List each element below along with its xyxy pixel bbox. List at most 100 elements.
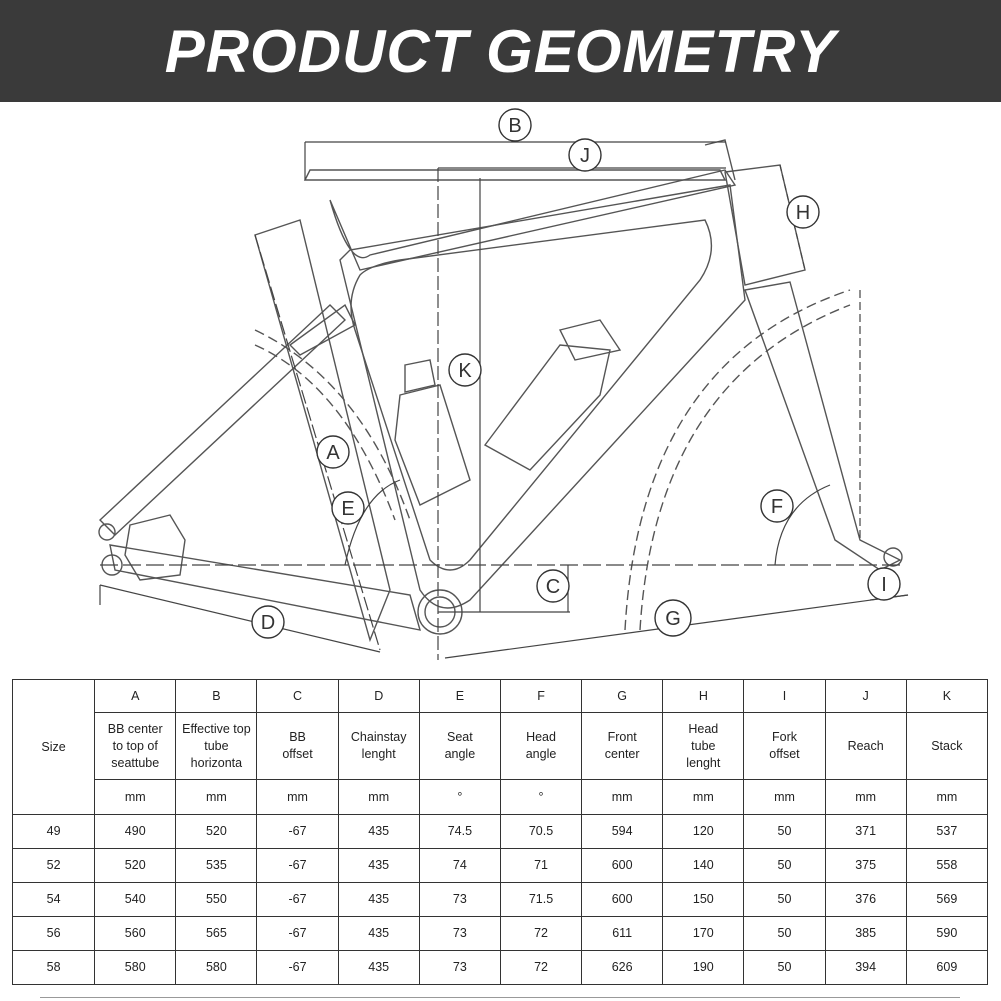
col-unit: mm <box>256 779 339 815</box>
seat-post <box>254 219 391 643</box>
value-cell: 385 <box>824 916 907 951</box>
seat-angle-arc <box>344 479 401 566</box>
bottle-cage-left <box>394 384 471 506</box>
head-angle-arc <box>774 484 831 566</box>
col-description: Reach <box>824 712 907 780</box>
svg-text:G: G <box>665 608 681 630</box>
value-cell: 435 <box>337 814 420 849</box>
value-cell: 50 <box>743 848 826 883</box>
value-cell: 376 <box>824 882 907 917</box>
dimension-A <box>254 234 381 651</box>
value-cell: 560 <box>94 916 177 951</box>
value-cell: 50 <box>743 814 826 849</box>
value-cell: 394 <box>824 950 907 985</box>
col-letter: G <box>581 679 664 713</box>
value-cell: -67 <box>256 916 339 951</box>
col-unit: mm <box>743 779 826 815</box>
col-letter: I <box>743 679 826 713</box>
svg-text:C: C <box>546 576 560 598</box>
brake-caliper <box>124 514 186 581</box>
col-letter: H <box>662 679 745 713</box>
value-cell: 609 <box>905 950 989 985</box>
label-A: A <box>316 435 350 469</box>
value-cell: 490 <box>94 814 177 849</box>
title-banner: PRODUCT GEOMETRY <box>0 0 1001 102</box>
bottom-divider <box>40 997 960 998</box>
value-cell: 371 <box>824 814 907 849</box>
svg-text:I: I <box>881 574 887 596</box>
value-cell: 72 <box>499 950 583 985</box>
col-description: Stack <box>905 712 989 780</box>
head-tube <box>724 164 806 286</box>
col-letter: D <box>337 679 420 713</box>
label-B: B <box>498 108 532 142</box>
col-letter: A <box>94 679 177 713</box>
col-letter: J <box>824 679 907 713</box>
col-unit: ° <box>499 779 583 815</box>
value-cell: -67 <box>256 950 339 985</box>
dimension-D <box>99 584 381 653</box>
svg-text:H: H <box>796 202 810 224</box>
col-unit: mm <box>905 779 989 815</box>
front-axle <box>883 547 903 567</box>
value-cell: 558 <box>905 848 989 883</box>
rear-wheel-arc <box>254 329 411 521</box>
value-cell: 71.5 <box>499 882 583 917</box>
chain-stay <box>109 544 421 631</box>
value-cell: 74 <box>418 848 501 883</box>
dimension-labels: B J H K A E F C I G D <box>251 108 901 639</box>
value-cell: 72 <box>499 916 583 951</box>
value-cell: 140 <box>662 848 745 883</box>
top-tube <box>329 169 737 271</box>
col-letter: F <box>499 679 583 713</box>
value-cell: 520 <box>175 814 258 849</box>
col-letter: B <box>175 679 258 713</box>
col-unit: mm <box>662 779 745 815</box>
value-cell: -67 <box>256 848 339 883</box>
value-cell: 120 <box>662 814 745 849</box>
svg-text:A: A <box>326 442 340 464</box>
value-cell: 535 <box>175 848 258 883</box>
label-I: I <box>867 567 901 601</box>
svg-text:K: K <box>458 360 472 382</box>
frame-geometry-diagram: B J H K A E F C I G D <box>0 102 1001 662</box>
label-J: J <box>568 138 602 172</box>
bottle-cage-right <box>483 344 611 471</box>
value-cell: 73 <box>418 882 501 917</box>
col-letter: E <box>418 679 501 713</box>
value-cell: 435 <box>337 848 420 883</box>
frame-drawing: B J H K A E F C I G D <box>98 108 909 660</box>
label-E: E <box>331 491 365 525</box>
svg-text:E: E <box>341 498 354 520</box>
value-cell: 190 <box>662 950 745 985</box>
label-H: H <box>786 195 820 229</box>
page-title: PRODUCT GEOMETRY <box>164 17 837 85</box>
col-unit: mm <box>337 779 420 815</box>
value-cell: 435 <box>337 882 420 917</box>
value-cell: 550 <box>175 882 258 917</box>
label-K: K <box>448 353 482 387</box>
col-letter: K <box>905 679 989 713</box>
value-cell: 520 <box>94 848 177 883</box>
col-letter: C <box>256 679 339 713</box>
value-cell: 626 <box>581 950 664 985</box>
value-cell: 611 <box>581 916 664 951</box>
value-cell: 594 <box>581 814 664 849</box>
value-cell: 375 <box>824 848 907 883</box>
value-cell: 580 <box>94 950 177 985</box>
